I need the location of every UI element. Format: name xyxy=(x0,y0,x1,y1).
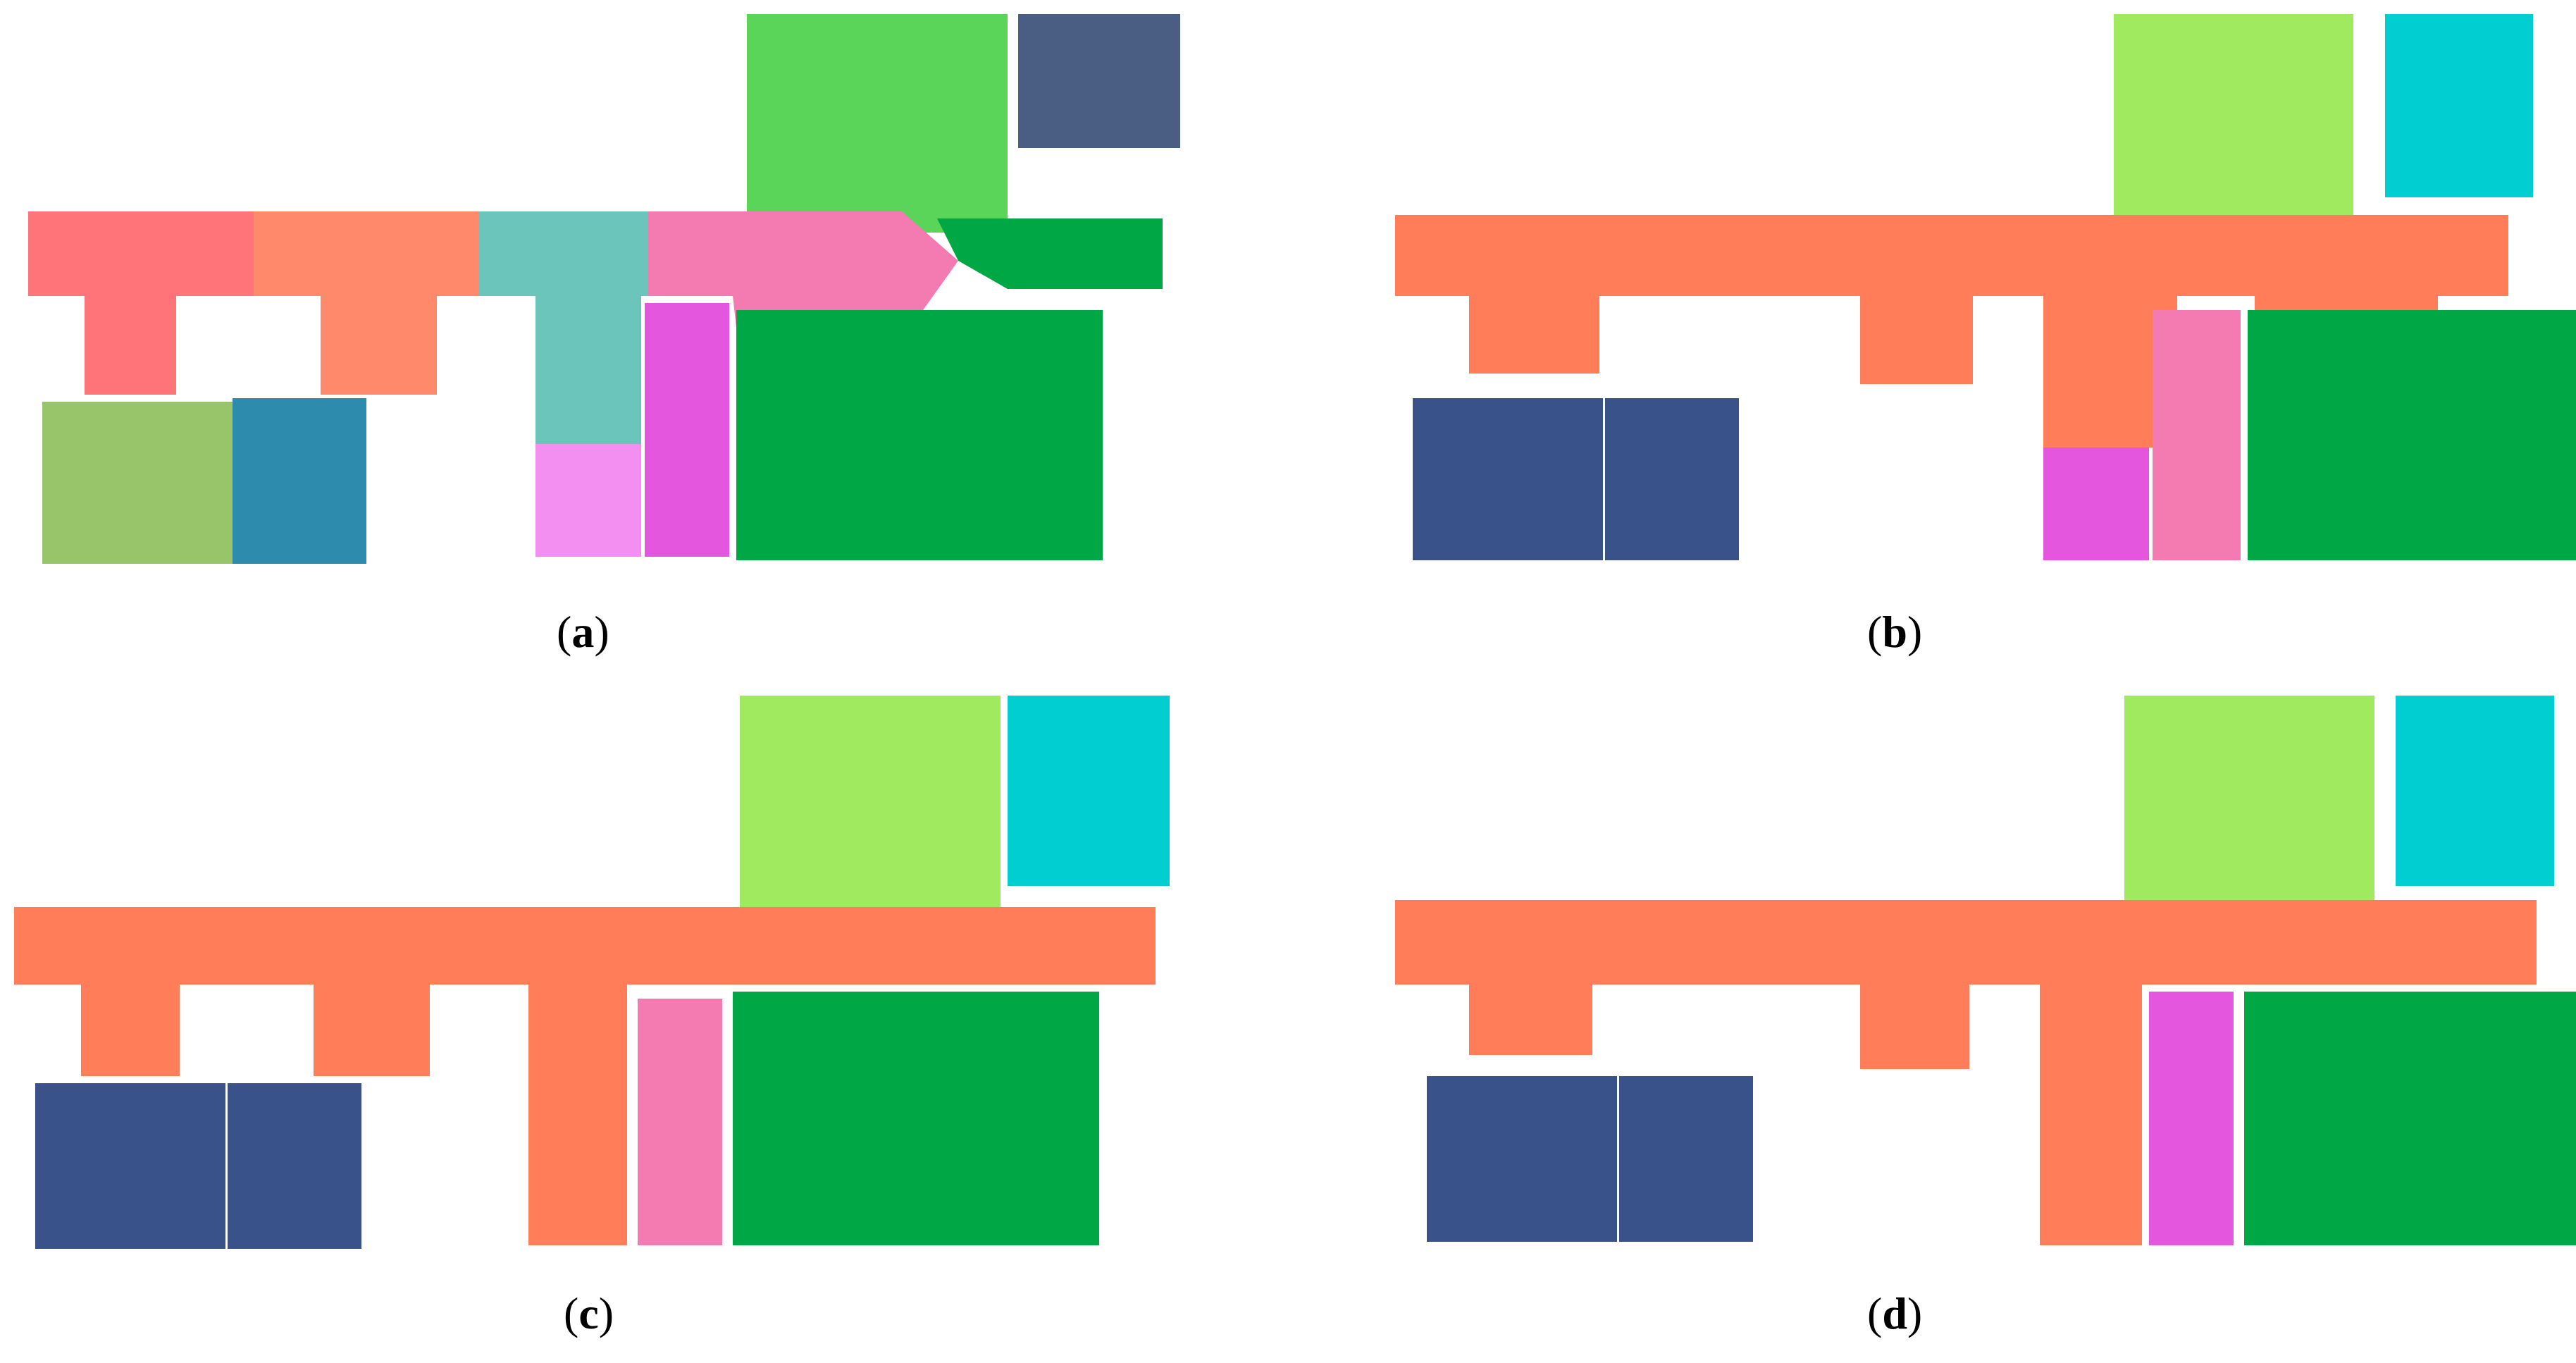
panel-label-b: (b) xyxy=(1867,607,1923,657)
room-top-left-block xyxy=(2114,14,2353,215)
room-bottom-left-b xyxy=(1619,1076,1753,1242)
corridor-segment-right xyxy=(937,218,1163,289)
room-bottom-mid-b xyxy=(638,999,722,1245)
floor-plan-b xyxy=(1395,14,2576,560)
room-bottom-left-b xyxy=(1605,398,1739,560)
room-top-right-block xyxy=(1018,14,1180,148)
corridor-segment-left xyxy=(28,211,254,395)
floor-plan-c xyxy=(14,696,1170,1249)
floor-plan-a xyxy=(28,14,1180,564)
room-bottom-mid-a xyxy=(2040,985,2142,1245)
room-top-left-block xyxy=(2124,696,2374,907)
room-bottom-right xyxy=(2244,992,2576,1245)
room-top-left-block xyxy=(747,14,1008,233)
room-bottom-left-a xyxy=(35,1083,225,1249)
room-bottom-left-b xyxy=(233,398,366,564)
panel-a: (a) xyxy=(0,0,1288,682)
panel-label-a: (a) xyxy=(557,607,609,657)
panel-label-d: (d) xyxy=(1867,1288,1923,1338)
room-bottom-right xyxy=(2248,310,2576,560)
room-bottom-mid-a xyxy=(535,444,641,557)
room-bottom-right xyxy=(733,992,1099,1245)
room-top-right-block xyxy=(1008,696,1170,886)
panel-b: (b) xyxy=(1381,0,2576,682)
room-bottom-mid-a xyxy=(2043,448,2149,560)
corridor-segment-mid xyxy=(479,211,648,444)
corridor-segment-mid-left xyxy=(254,211,479,395)
room-bottom-left-a xyxy=(1427,1076,1617,1242)
room-bottom-left-a xyxy=(42,402,233,564)
panel-d: (d) xyxy=(1381,682,2576,1363)
room-bottom-mid-a xyxy=(528,985,627,1245)
room-bottom-left-b xyxy=(228,1083,361,1249)
corridor xyxy=(1395,215,2508,448)
room-top-right-block xyxy=(2396,696,2554,886)
room-top-right-block xyxy=(2385,14,2533,197)
corridor-segment-mid-right xyxy=(648,211,958,359)
room-bottom-mid-b xyxy=(645,303,729,557)
floor-plan-d xyxy=(1395,696,2576,1245)
room-bottom-mid-b xyxy=(2153,310,2241,560)
room-bottom-mid-b xyxy=(2149,992,2234,1245)
corridor xyxy=(1395,900,2537,1245)
room-top-left-block xyxy=(740,696,1001,907)
room-bottom-right xyxy=(736,310,1103,560)
panel-c: (c) xyxy=(0,682,1288,1363)
panel-label-c: (c) xyxy=(564,1288,614,1338)
room-bottom-left-a xyxy=(1413,398,1603,560)
